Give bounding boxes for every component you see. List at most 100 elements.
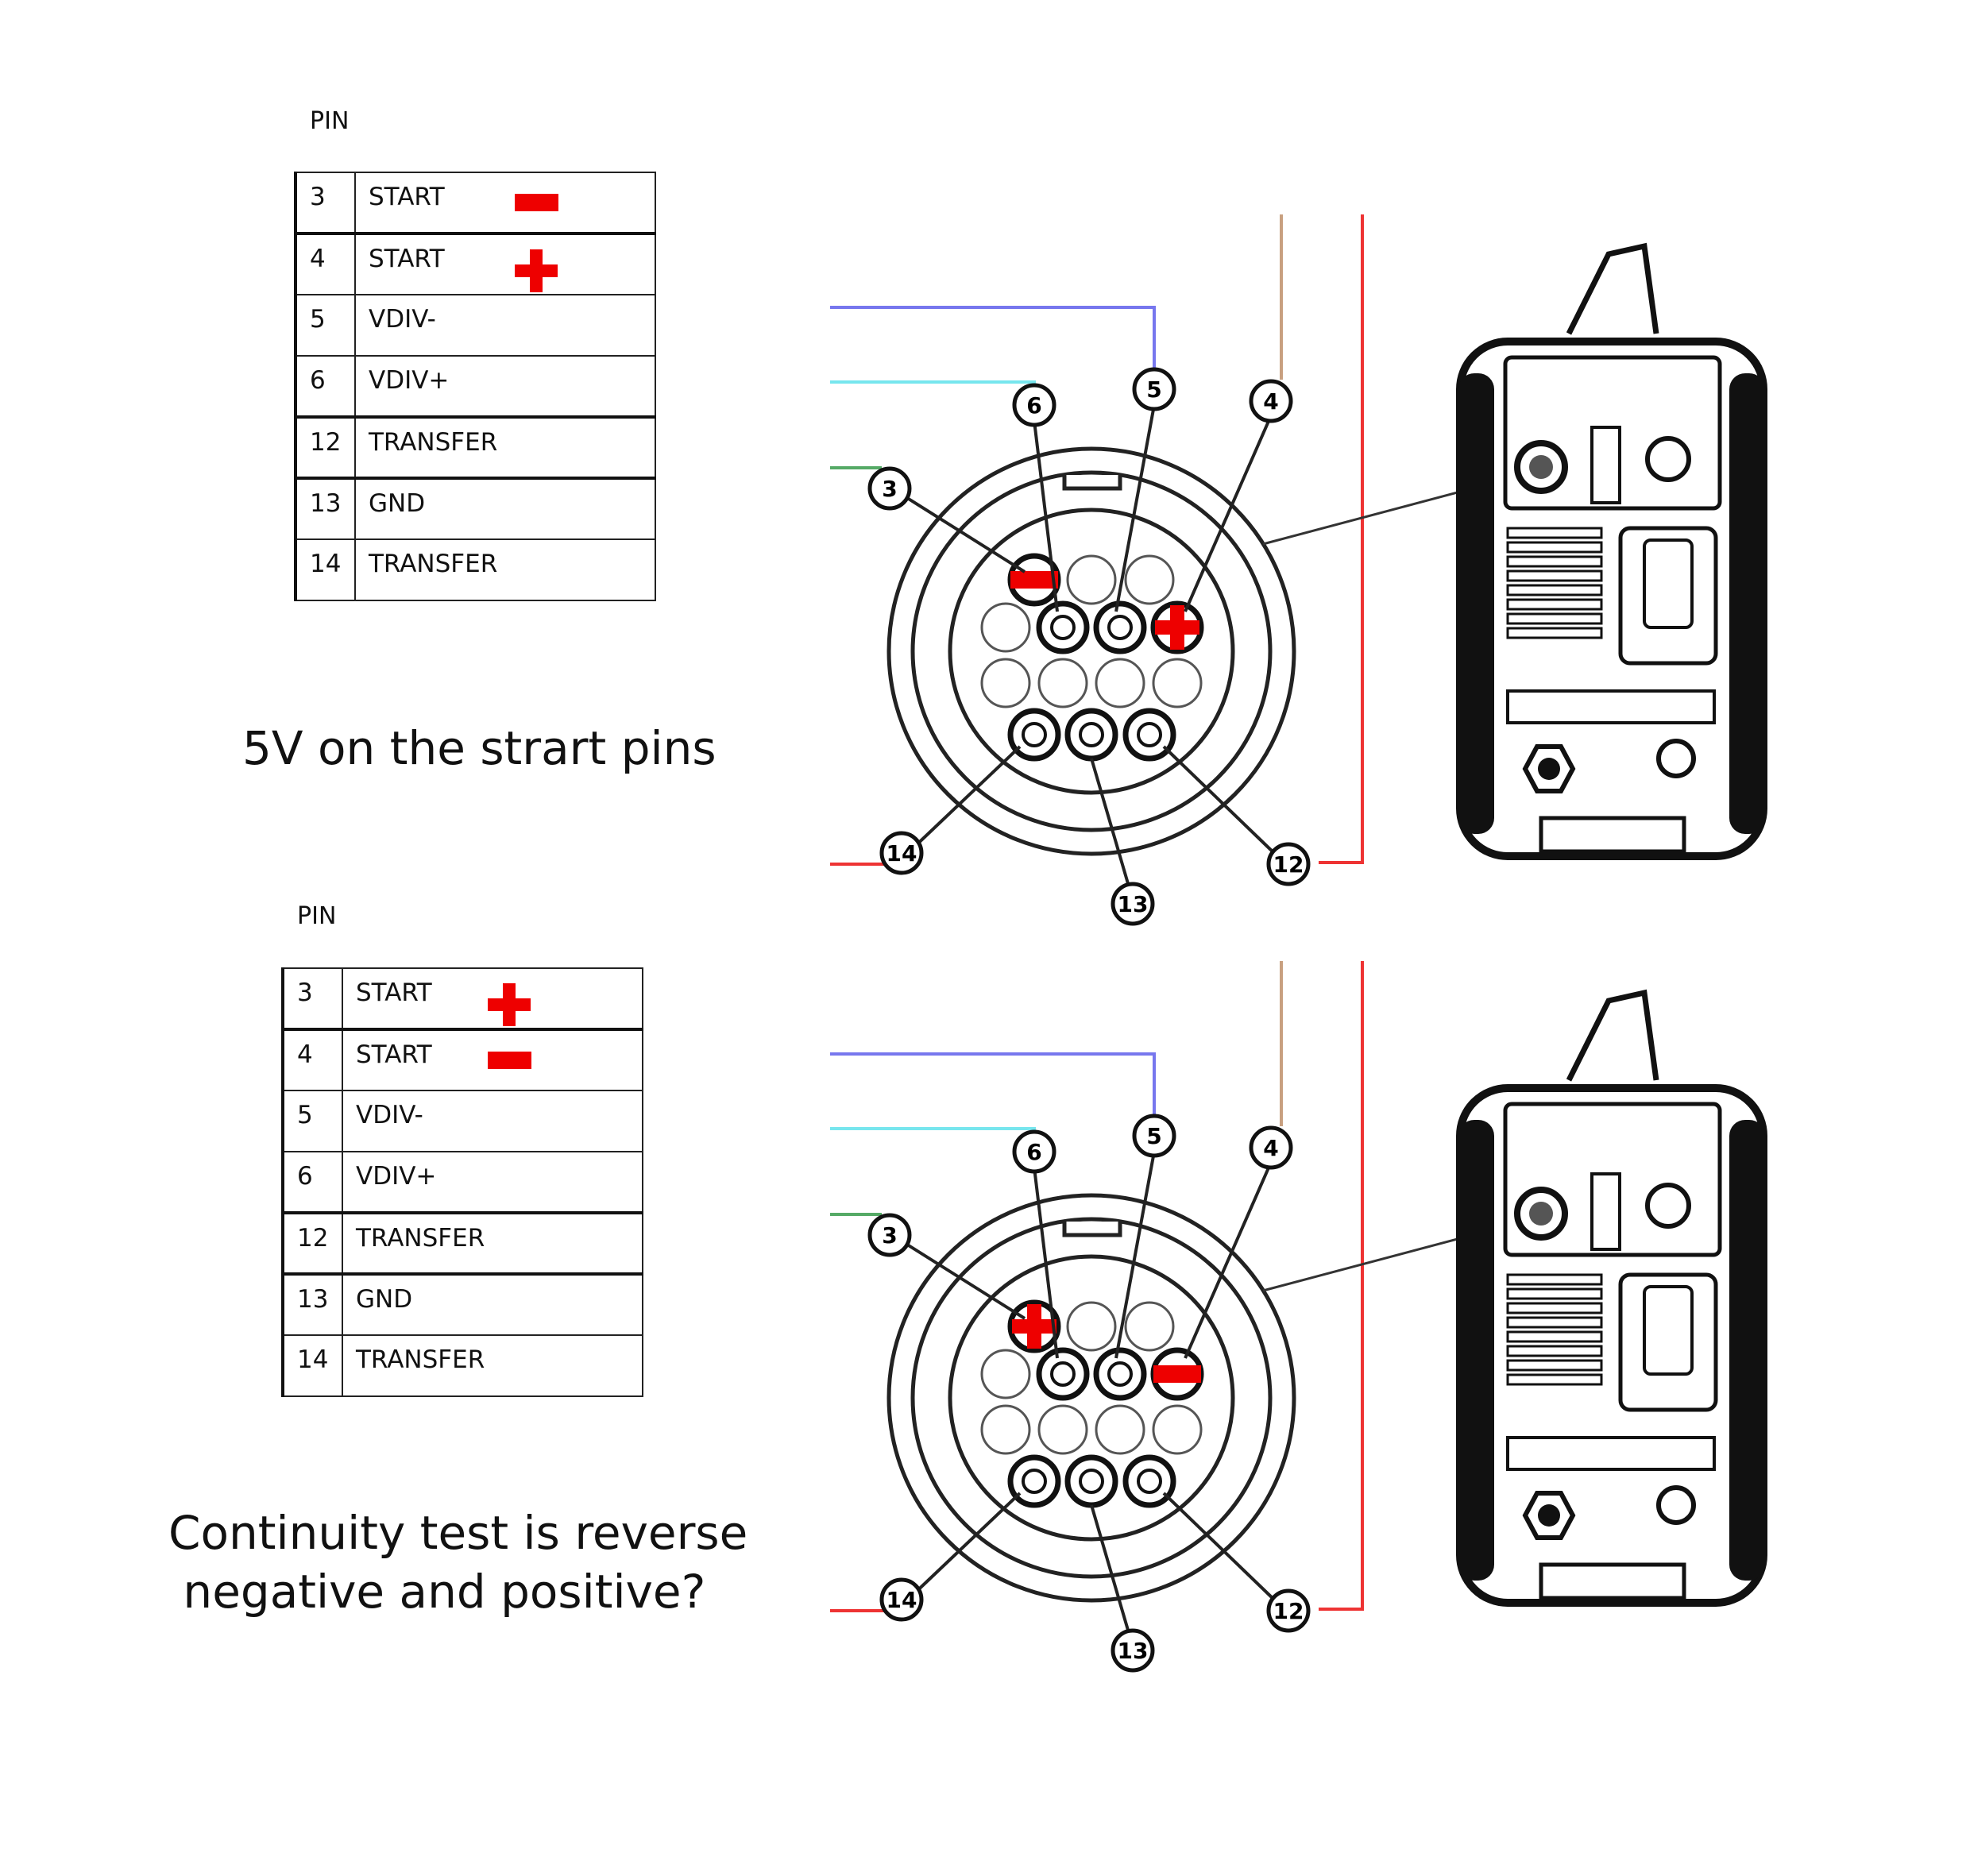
- machine-handle: [1566, 242, 1659, 335]
- connector-outer-ring: [886, 446, 1296, 856]
- pin-function: START: [354, 232, 656, 295]
- wire-pin5: [830, 1052, 1156, 1136]
- machine-vent-slot: [1506, 1345, 1603, 1357]
- plus-icon: [1012, 1319, 1056, 1334]
- pin-number: 12: [282, 1211, 343, 1275]
- connector-pin-contact: [1050, 1361, 1076, 1387]
- machine-vent-slot: [1506, 1330, 1603, 1343]
- pin-number: 3: [282, 967, 343, 1030]
- leader-line: [1162, 1492, 1277, 1603]
- machine-vent-slot: [1506, 527, 1603, 539]
- pin-callout-label: 5: [1146, 376, 1161, 403]
- wire-pin6: [830, 380, 1036, 405]
- welding-machine: [1456, 989, 1767, 1607]
- machine-vent-slot: [1506, 555, 1603, 568]
- connector-pin-contact: [1137, 722, 1162, 747]
- leader-line: [908, 1492, 1022, 1600]
- machine-vent-slot: [1506, 1359, 1603, 1372]
- leader-line: [1184, 419, 1271, 612]
- machine-power-gland-center: [1538, 1504, 1560, 1527]
- pin-number: 5: [282, 1090, 343, 1152]
- connector-pin-hole: [980, 658, 1031, 708]
- machine-vent-slot: [1506, 1273, 1603, 1286]
- machine-gas-inlet: [1656, 739, 1696, 778]
- connector-pin-hole: [1037, 1404, 1088, 1455]
- pin-function-label: START: [356, 979, 432, 1007]
- pin-function: TRANSFER: [354, 415, 656, 479]
- pin-callout: [1249, 379, 1293, 423]
- machine-label-strip: [1506, 1436, 1716, 1471]
- connector-pin-hole: [1037, 658, 1088, 708]
- pin-function-label: TRANSFER: [356, 1345, 485, 1374]
- connector-pin-hole: [1095, 658, 1145, 708]
- pin-function-label: START: [356, 1040, 432, 1069]
- pin-callout-label: 12: [1273, 1598, 1304, 1624]
- leader-line: [1114, 1151, 1156, 1359]
- pin-function-label: TRANSFER: [369, 428, 498, 457]
- pin-callout-label: 4: [1263, 388, 1278, 415]
- connector-pin-hole: [980, 1404, 1031, 1455]
- connector-pin-hole: [1066, 1301, 1117, 1352]
- connector-pin-hole: [980, 1349, 1031, 1399]
- pin-number: 13: [295, 477, 356, 540]
- connector-outer-ring: [886, 1193, 1296, 1603]
- machine-base: [1539, 816, 1686, 854]
- plus-icon: [515, 249, 558, 292]
- pin-function-label: GND: [356, 1285, 413, 1314]
- pin-number: 13: [282, 1272, 343, 1336]
- pin-function-label: VDIV+: [356, 1162, 437, 1191]
- pin-function-label: VDIV-: [356, 1101, 423, 1129]
- pin-callout-label: 13: [1118, 891, 1149, 917]
- pin-function: START: [354, 172, 656, 234]
- leader-line: [1184, 1165, 1271, 1359]
- machine-gas-inlet: [1656, 1485, 1696, 1525]
- connector-inner-ring: [948, 1254, 1235, 1542]
- pin-number: 14: [295, 538, 356, 601]
- pin-callout: [1132, 367, 1176, 411]
- wire-pin6: [830, 1127, 1036, 1152]
- minus-icon: [515, 194, 558, 211]
- leader-line: [1090, 1504, 1134, 1647]
- pin-function: VDIV+: [342, 1151, 643, 1214]
- pin-function-label: GND: [369, 489, 426, 518]
- minus-icon: [488, 1052, 531, 1069]
- pin-number: 12: [295, 415, 356, 479]
- machine-db-port: [1590, 426, 1621, 504]
- pin-heading-2: PIN: [297, 902, 337, 930]
- pin-function: TRANSFER: [354, 538, 656, 601]
- machine-base: [1539, 1562, 1686, 1600]
- pin-row: 3 START: [282, 967, 643, 1030]
- pin-function: GND: [354, 477, 656, 540]
- pin-callout: [879, 1577, 924, 1622]
- pin-callout: [1249, 1125, 1293, 1170]
- machine-vent-slot: [1506, 584, 1603, 596]
- connector-pin-contact: [1107, 615, 1133, 640]
- wire-pin5: [830, 306, 1156, 389]
- machine-handle: [1566, 989, 1659, 1082]
- connector-pin-hole: [1066, 554, 1117, 605]
- connector-pin-hole: [1095, 1404, 1145, 1455]
- pin-callout: [867, 1213, 912, 1257]
- wire-pin12: [1319, 214, 1364, 864]
- pin-callout-label: 12: [1273, 851, 1304, 878]
- connector-pin-contact: [1022, 1469, 1047, 1494]
- machine-side-right: [1729, 373, 1765, 834]
- pin-callout: [1111, 882, 1155, 926]
- pin-function: START: [342, 967, 643, 1030]
- pin-callout-label: 14: [886, 840, 917, 867]
- connector-key: [1062, 475, 1122, 491]
- machine-power-gland-center: [1538, 758, 1560, 780]
- connector-pin-hole: [1124, 1301, 1175, 1352]
- machine-round-port: [1645, 1183, 1691, 1229]
- machine-round-port: [1645, 436, 1691, 482]
- pin-callout: [1012, 383, 1056, 427]
- note-1: 5V on the strart pins: [242, 721, 717, 775]
- machine-filter-bowl: [1643, 1285, 1694, 1376]
- pin-function-label: TRANSFER: [369, 550, 498, 578]
- pin-callout: [1111, 1628, 1155, 1673]
